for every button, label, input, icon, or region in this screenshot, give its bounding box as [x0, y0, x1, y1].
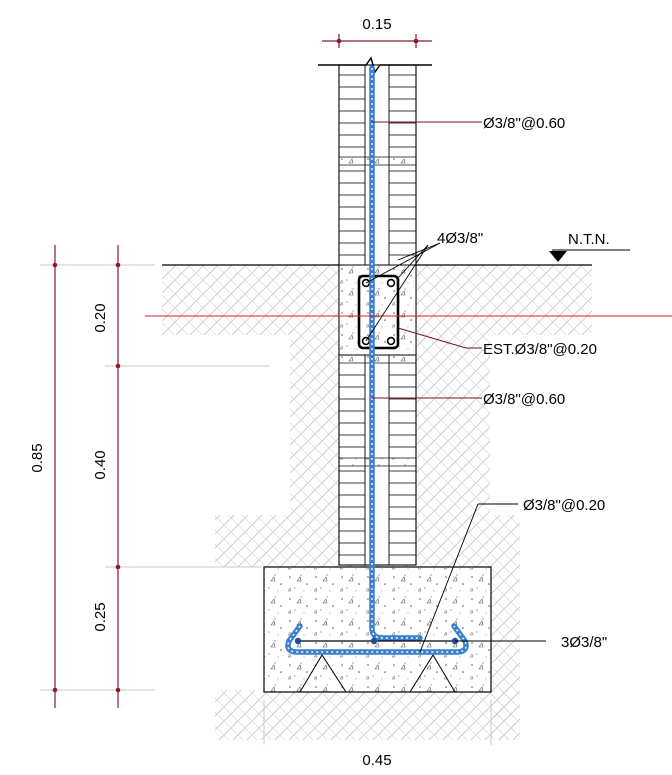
vertical-dimension-inner: [105, 245, 270, 708]
dimension-wall-thickness: [322, 34, 432, 48]
label-beam-stirrups: EST.Ø3/8"@0.20: [483, 341, 597, 358]
dim-wall-thickness: 0.15: [362, 16, 391, 33]
footing-bar-left: [294, 637, 302, 645]
dim-beam-height: 0.20: [92, 303, 109, 332]
dim-footing-width: 0.45: [362, 752, 391, 769]
ground-level-label: N.T.N.: [568, 231, 610, 248]
dimension-footing-width: [263, 700, 492, 745]
bond-beam: [338, 264, 417, 356]
dim-total-depth: 0.85: [29, 443, 46, 472]
label-vertical-rebar-below: Ø3/8"@0.60: [483, 391, 565, 408]
label-beam-longitudinal-bars: 4Ø3/8": [437, 230, 483, 247]
leader-lines: [365, 121, 546, 653]
vertical-rebar: [369, 65, 423, 641]
footing-bar-center: [370, 637, 378, 645]
dim-wall-below-beam: 0.40: [92, 450, 109, 479]
dim-footing-height: 0.25: [92, 602, 109, 631]
label-vertical-rebar-top: Ø3/8"@0.60: [483, 115, 565, 132]
footing-rebar: [285, 623, 469, 655]
ground-level-marker: [549, 249, 630, 262]
label-footing-longitudinal-bars: 3Ø3/8": [561, 634, 607, 651]
footing: [263, 566, 492, 693]
wall-break-line: [318, 56, 432, 74]
label-footing-transverse-bars: Ø3/8"@0.20: [523, 497, 605, 514]
beam-bar-top-right: [386, 278, 396, 288]
beam-bar-bottom-right: [386, 336, 396, 346]
vertical-dimension-outer: [40, 245, 155, 708]
